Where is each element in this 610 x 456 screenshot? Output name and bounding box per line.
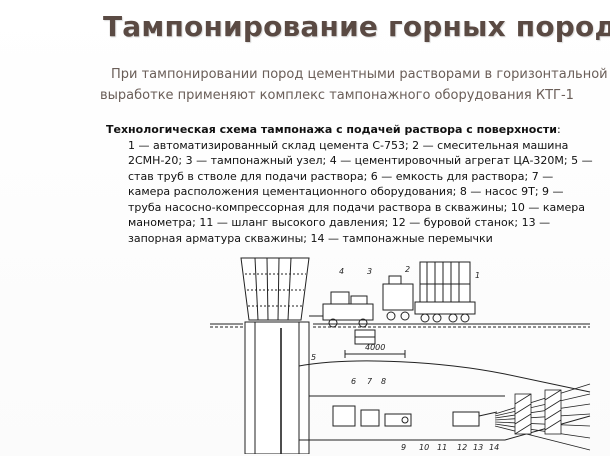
grouting-plugs-drawing <box>514 389 562 435</box>
scheme-heading: Технологическая схема тампонажа с подаче… <box>106 123 561 136</box>
callout-14: 14 <box>489 443 499 452</box>
callout-1: 1 <box>475 271 480 280</box>
boreholes-drawing <box>494 383 591 451</box>
legend-line: 2СМН-20; 3 — тампонажный узел; 4 — цемен… <box>128 154 593 167</box>
mixing-machine-drawing <box>382 275 414 321</box>
scheme-description: Технологическая схема тампонажа с подаче… <box>106 122 606 246</box>
slide-subtitle: При тампонировании пород цементными раст… <box>100 64 608 106</box>
callout-4: 4 <box>339 267 344 276</box>
legend-line: труба насосно-компрессорная для подачи р… <box>128 200 586 214</box>
cementing-unit-drawing <box>309 291 374 328</box>
dimension-label: 4000 <box>365 343 385 352</box>
callout-9: 9 <box>401 443 406 452</box>
legend-line: запорная арматура скважины; 14 — тампона… <box>128 231 493 245</box>
legend-line: манометра; 11 — шланг высокого давления;… <box>128 216 551 229</box>
callout-6: 6 <box>351 377 356 386</box>
cement-store-drawing <box>414 261 476 323</box>
solution-tank-drawing <box>332 405 380 427</box>
subtitle-line-2: выработке применяют комплекс тампонажног… <box>100 88 574 103</box>
headframe-drawing <box>240 257 310 321</box>
pump-drawing <box>384 413 412 427</box>
callout-5: 5 <box>311 353 316 362</box>
shaft-drawing <box>244 321 310 454</box>
drill-rig-drawing <box>452 411 498 427</box>
callout-3: 3 <box>367 267 372 276</box>
callout-10: 10 <box>419 443 429 452</box>
legend-line: 1 — автоматизированный склад цемента С-7… <box>128 138 569 152</box>
dimension-line <box>344 350 406 358</box>
grouting-node-drawing <box>354 329 376 345</box>
legend-line: камера расположения цементационного обор… <box>128 185 564 198</box>
callout-2: 2 <box>405 265 410 274</box>
subtitle-line-1: При тампонировании пород цементными раст… <box>111 67 608 82</box>
gallery-drawing <box>298 360 591 441</box>
grouting-scheme-diagram: 1 2 3 4 5 6 7 8 9 10 11 12 13 14 4000 <box>205 244 595 454</box>
callout-8: 8 <box>381 377 386 386</box>
legend-line: став труб в стволе для подачи раствора; … <box>128 169 554 183</box>
slide-title: Тампонирование горных пород <box>103 10 610 43</box>
callout-13: 13 <box>473 443 483 452</box>
callout-7: 7 <box>367 377 373 386</box>
callout-11: 11 <box>437 443 447 452</box>
callout-12: 12 <box>457 443 467 452</box>
